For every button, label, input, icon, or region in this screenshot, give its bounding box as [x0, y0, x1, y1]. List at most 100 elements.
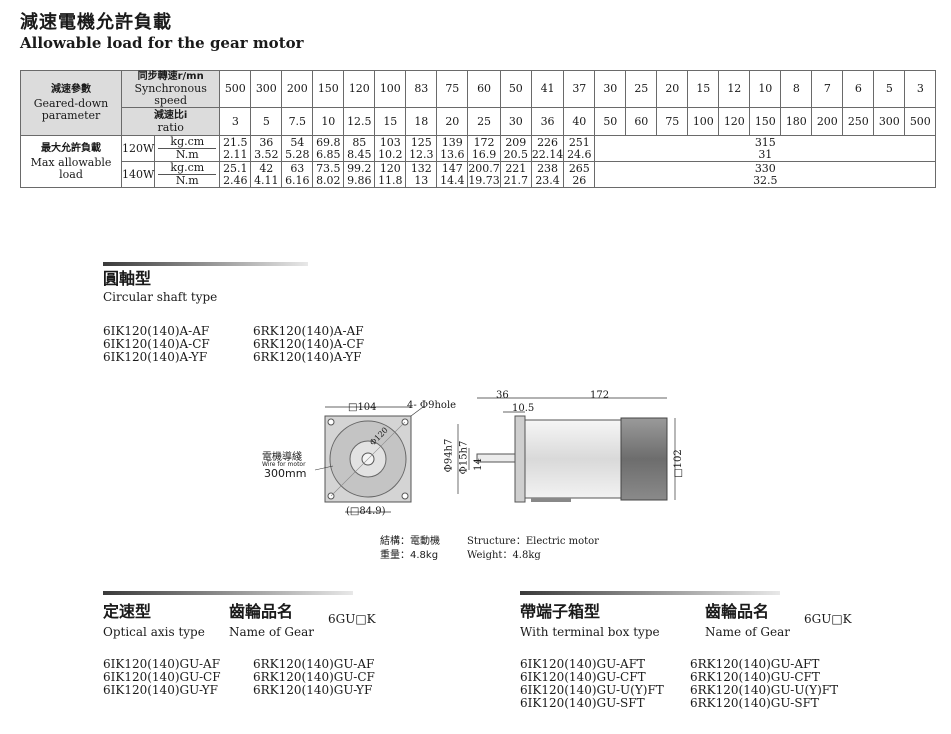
ratio-cell: 5: [250, 107, 283, 136]
hole-leader: [410, 406, 424, 417]
bottom-dim: (□84.9): [346, 506, 386, 517]
weight-en: Weight：4.8kg: [467, 550, 541, 561]
speed-cell: 20: [656, 70, 689, 108]
ratio-cell: 36: [530, 107, 565, 136]
speed-cell: 120: [343, 70, 376, 108]
front-square-dim: □104: [348, 402, 377, 413]
model-item: 6IK120(140)A-CF: [103, 337, 210, 351]
model-item: 6RK120(140)GU-YF: [253, 683, 373, 697]
model-item: 6IK120(140)A-YF: [103, 350, 208, 364]
circular-title-cn: 圓軸型: [103, 269, 152, 288]
ratio-cell: 150: [749, 107, 782, 136]
section-divider: [103, 591, 353, 595]
power-cell: 120W: [120, 135, 156, 162]
speed-cell: 8: [780, 70, 813, 108]
unit-cell: kg.cm N.m: [154, 135, 221, 162]
weight-cn: 重量：4.8kg: [380, 550, 439, 561]
optical-models-left: 6IK120(140)GU-AF 6IK120(140)GU-CF 6IK120…: [103, 658, 221, 697]
unit-cell: kg.cm N.m: [154, 161, 221, 188]
page-title-en: Allowable load for the gear motor: [20, 34, 304, 52]
ratio-cell: 120: [718, 107, 751, 136]
model-item: 6IK120(140)GU-SFT: [520, 696, 645, 710]
terminal-gear-cn: 齒輪品名: [705, 602, 770, 621]
model-item: 6IK120(140)GU-AF: [103, 657, 221, 671]
model-item: 6RK120(140)GU-CF: [253, 670, 375, 684]
holes-label: 4- Φ9hole: [407, 400, 457, 411]
circular-models-left: 6IK120(140)A-AF 6IK120(140)A-CF 6IK120(1…: [103, 325, 210, 364]
speed-cell: 300: [250, 70, 283, 108]
ratio-cell: 40: [563, 107, 596, 136]
optical-gear-cn: 齒輪品名: [229, 602, 294, 621]
ratio-cell: 20: [436, 107, 469, 136]
circular-title-en: Circular shaft type: [103, 290, 218, 304]
model-item: 6IK120(140)GU-AFT: [520, 657, 646, 671]
speed-cell: 15: [687, 70, 720, 108]
allowable-load-table: 減速參數 Geared-down parameter 同步轉速r/mn Sync…: [20, 70, 937, 188]
ratio-cell: 250: [842, 107, 875, 136]
ratio-cell: 60: [625, 107, 658, 136]
ratio-cell: 75: [656, 107, 689, 136]
section-divider: [103, 262, 308, 266]
load-row-120w: 最大允許負載 Max allowable load 120W kg.cm N.m…: [20, 135, 937, 188]
speed-cell: 100: [374, 70, 407, 108]
optical-title-cn: 定速型: [103, 602, 152, 621]
speed-cell: 6: [842, 70, 875, 108]
dim-10-5: 10.5: [512, 403, 535, 414]
dim-172: 172: [590, 390, 610, 401]
ratio-cell: 15: [374, 107, 407, 136]
speed-label-cell: 同步轉速r/mn Synchronous speed: [120, 70, 221, 108]
optical-gear-code: 6GU□K: [328, 612, 376, 626]
ratio-cell: 500: [904, 107, 937, 136]
model-item: 6RK120(140)GU-U(Y)FT: [690, 683, 839, 697]
terminal-title-cn: 帶端子箱型: [520, 602, 601, 621]
speed-row: 減速參數 Geared-down parameter 同步轉速r/mn Sync…: [20, 70, 937, 136]
ratio-cell: 300: [873, 107, 906, 136]
speed-cell: 500: [219, 70, 252, 108]
dim-14: 14: [472, 458, 484, 471]
ratio-cell: 12.5: [343, 107, 376, 136]
ratio-cell: 50: [594, 107, 627, 136]
speed-cell: 25: [625, 70, 658, 108]
load-label-cell: 最大允許負載 Max allowable load: [20, 135, 122, 188]
speed-cell: 200: [281, 70, 314, 108]
model-item: 6RK120(140)GU-AFT: [690, 657, 820, 671]
ratio-cell: 18: [405, 107, 438, 136]
speed-cell: 5: [873, 70, 906, 108]
speed-cell: 150: [312, 70, 345, 108]
circular-models-right: 6RK120(140)A-AF 6RK120(140)A-CF 6RK120(1…: [253, 325, 364, 364]
terminal-models-left: 6IK120(140)GU-AFT 6IK120(140)GU-CFT 6IK1…: [520, 658, 664, 710]
terminal-title-en: With terminal box type: [520, 625, 660, 639]
speed-cell: 60: [467, 70, 501, 108]
wire-length: 300mm: [264, 467, 307, 480]
terminal-models-right: 6RK120(140)GU-AFT 6RK120(140)GU-CFT 6RK1…: [690, 658, 838, 710]
model-item: 6RK120(140)GU-AF: [253, 657, 375, 671]
ratio-cell: 30: [499, 107, 532, 136]
ratio-cell: 200: [811, 107, 844, 136]
dim-36: 36: [496, 390, 509, 401]
model-item: 6RK120(140)A-AF: [253, 324, 364, 338]
dim-102: □102: [672, 449, 684, 478]
speed-cell: 41: [530, 70, 565, 108]
speed-cell: 50: [499, 70, 532, 108]
